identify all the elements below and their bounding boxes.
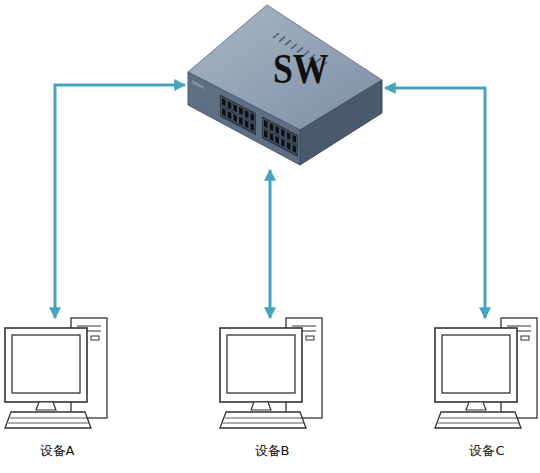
computer-device: 设备B (218, 318, 326, 468)
computer-device: 设备C (433, 318, 540, 468)
link-arrow (385, 88, 485, 318)
network-switch: SW (185, 5, 385, 167)
link-arrow (269, 170, 272, 318)
device-label: 设备B (218, 442, 326, 460)
device-label: 设备A (3, 442, 111, 460)
computer-device: 设备A (3, 318, 111, 468)
link-arrow (55, 85, 185, 318)
device-name: SW (273, 45, 329, 93)
device-label: 设备C (433, 442, 540, 460)
